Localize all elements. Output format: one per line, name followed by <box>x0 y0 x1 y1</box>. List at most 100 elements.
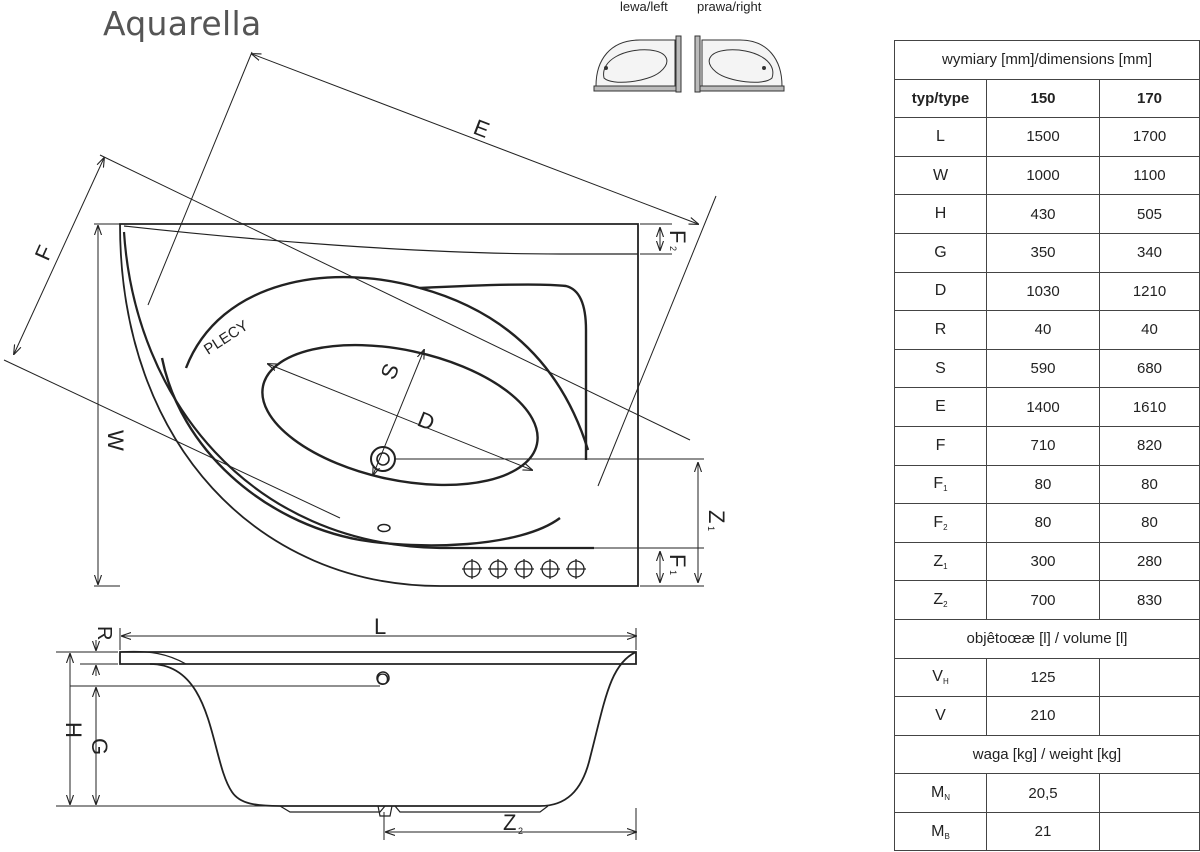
label-G: G <box>87 738 112 755</box>
label-plecy: PLECY <box>201 317 252 358</box>
value-cell: 820 <box>1099 425 1200 466</box>
param-cell: L <box>894 117 987 157</box>
label-F: F <box>30 242 58 264</box>
param-symbol: H <box>934 205 947 223</box>
value-cell: 80 <box>1099 464 1200 505</box>
value-cell <box>1099 696 1200 736</box>
technical-drawing: lewa/left prawa/right PLECY <box>3 0 785 840</box>
param-subscript: 1 <box>943 484 948 494</box>
right-variant-icon <box>694 35 785 93</box>
label-W: W <box>103 430 128 451</box>
param-symbol: F <box>933 475 944 493</box>
weight-header-text: waga [kg] / weight [kg] <box>894 734 1200 775</box>
type-150: 150 <box>986 78 1100 119</box>
bathtub-top-view <box>119 223 639 587</box>
value-cell: 1700 <box>1099 117 1200 157</box>
param-subscript: B <box>944 831 950 841</box>
param-subscript: 2 <box>943 522 948 532</box>
value-cell: 1000 <box>986 155 1100 196</box>
label-F2-sub: 2 <box>668 246 678 251</box>
label-L: L <box>374 614 386 639</box>
value-cell: 340 <box>1099 232 1200 273</box>
param-cell: F <box>894 425 987 466</box>
value-cell: 1400 <box>986 387 1100 427</box>
value-cell: 430 <box>986 194 1100 234</box>
param-subscript: H <box>942 677 949 687</box>
value-cell: 1500 <box>986 117 1100 157</box>
value-cell: 20,5 <box>986 773 1100 813</box>
value-cell: 80 <box>986 503 1100 543</box>
value-cell: 505 <box>1099 194 1200 234</box>
value-cell: 350 <box>986 232 1100 273</box>
value-cell: 710 <box>986 425 1100 466</box>
side-dimension-lines <box>56 628 636 840</box>
value-cell: 1030 <box>986 271 1100 312</box>
value-cell: 830 <box>1099 580 1200 620</box>
param-subscript: 2 <box>943 600 948 610</box>
jet-nozzles <box>462 559 586 579</box>
param-symbol: M <box>930 784 945 802</box>
param-cell: F1 <box>894 464 987 505</box>
value-cell: 1210 <box>1099 271 1200 312</box>
weight-header: waga [kg] / weight [kg] <box>894 734 1200 775</box>
param-symbol: L <box>936 127 945 145</box>
value-cell: 210 <box>986 696 1100 736</box>
type-label: typ/type <box>894 78 987 119</box>
label-Z2-sub: 2 <box>518 826 523 836</box>
value-cell <box>1099 773 1200 813</box>
param-symbol: E <box>935 398 946 416</box>
param-cell: W <box>894 155 987 196</box>
variant-right-label: prawa/right <box>697 0 762 14</box>
label-Z1: Z <box>704 510 729 523</box>
dimension-lines <box>3 51 717 587</box>
value-cell: 680 <box>1099 348 1200 389</box>
param-cell: VH <box>894 657 987 698</box>
label-O: O <box>376 670 389 689</box>
param-symbol: Z <box>933 552 944 570</box>
volume-header: objêtoœæ [l] / volume [l] <box>894 618 1200 659</box>
value-cell: 40 <box>1099 310 1200 350</box>
param-cell: E <box>894 387 987 427</box>
param-symbol: M <box>931 822 945 840</box>
param-cell: S <box>894 348 987 389</box>
param-cell: MN <box>894 773 987 813</box>
label-S: S <box>375 360 404 383</box>
label-Z2: Z <box>503 810 516 835</box>
volume-row: V 210 <box>894 696 1200 736</box>
value-cell: 40 <box>986 310 1100 350</box>
label-Z1-sub: 1 <box>706 526 716 531</box>
value-cell: 125 <box>986 657 1100 698</box>
type-170: 170 <box>1099 78 1200 119</box>
param-symbol: V <box>935 706 946 724</box>
param-symbol: S <box>935 359 946 377</box>
param-symbol: D <box>934 282 947 300</box>
label-R: R <box>93 626 115 640</box>
param-cell: D <box>894 271 987 312</box>
param-symbol: Z <box>933 591 944 609</box>
param-symbol: G <box>934 243 947 261</box>
dimensions-header: wymiary [mm]/dimensions [mm] <box>894 40 1200 80</box>
value-cell: 1610 <box>1099 387 1200 427</box>
param-symbol: V <box>932 668 943 686</box>
label-F1: F <box>665 554 690 567</box>
param-symbol: W <box>932 166 949 184</box>
value-cell: 280 <box>1099 541 1200 582</box>
dimensions-header-text: wymiary [mm]/dimensions [mm] <box>894 40 1200 80</box>
product-title: Aquarella <box>103 4 262 43</box>
value-cell: 590 <box>986 348 1100 389</box>
value-cell: 700 <box>986 580 1100 620</box>
